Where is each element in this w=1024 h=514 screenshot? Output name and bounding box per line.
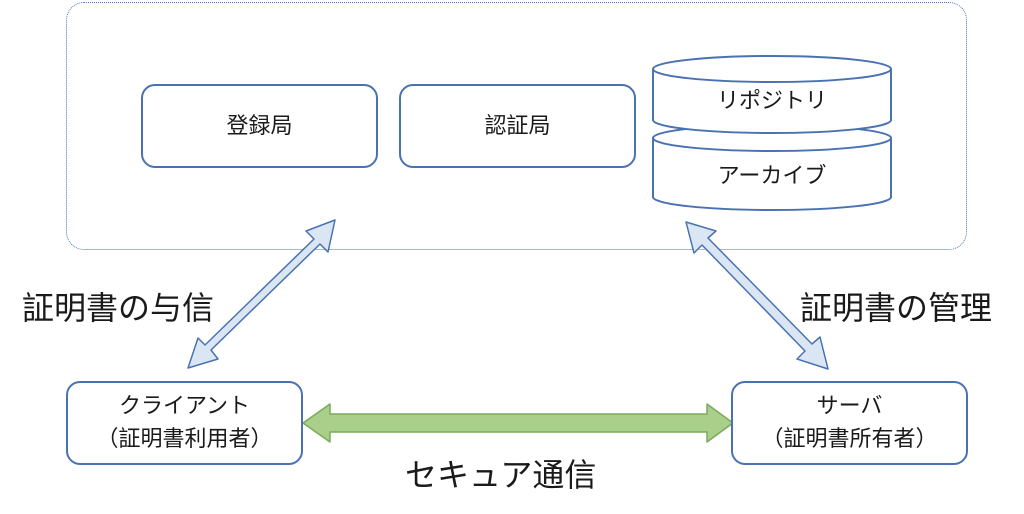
secure-communication-label: セキュア通信 [405, 456, 597, 494]
server-subtitle: （証明書所有者） [761, 427, 938, 452]
repository-label: リポジトリ [716, 89, 827, 114]
secure-communication-arrow [302, 403, 734, 443]
certification-authority-label: 認証局 [484, 113, 551, 139]
trust-infrastructure-group [66, 2, 967, 250]
management-label: 証明書の管理 [800, 289, 993, 327]
client-box: クライアント （証明書利用者） [66, 381, 303, 465]
server-box: サーバ （証明書所有者） [731, 381, 968, 465]
issuance-label: 証明書の与信 [22, 289, 215, 327]
registration-authority-label: 登録局 [226, 113, 293, 139]
certification-authority-box: 認証局 [399, 84, 636, 168]
client-title: クライアント [118, 394, 251, 419]
client-subtitle: （証明書利用者） [96, 427, 273, 452]
issuance-arrow [187, 219, 336, 369]
registration-authority-box: 登録局 [141, 84, 378, 168]
management-arrow [685, 221, 829, 370]
archive-label: アーカイブ [717, 164, 827, 189]
repository-cylinder [652, 55, 892, 134]
server-title: サーバ [816, 394, 883, 419]
